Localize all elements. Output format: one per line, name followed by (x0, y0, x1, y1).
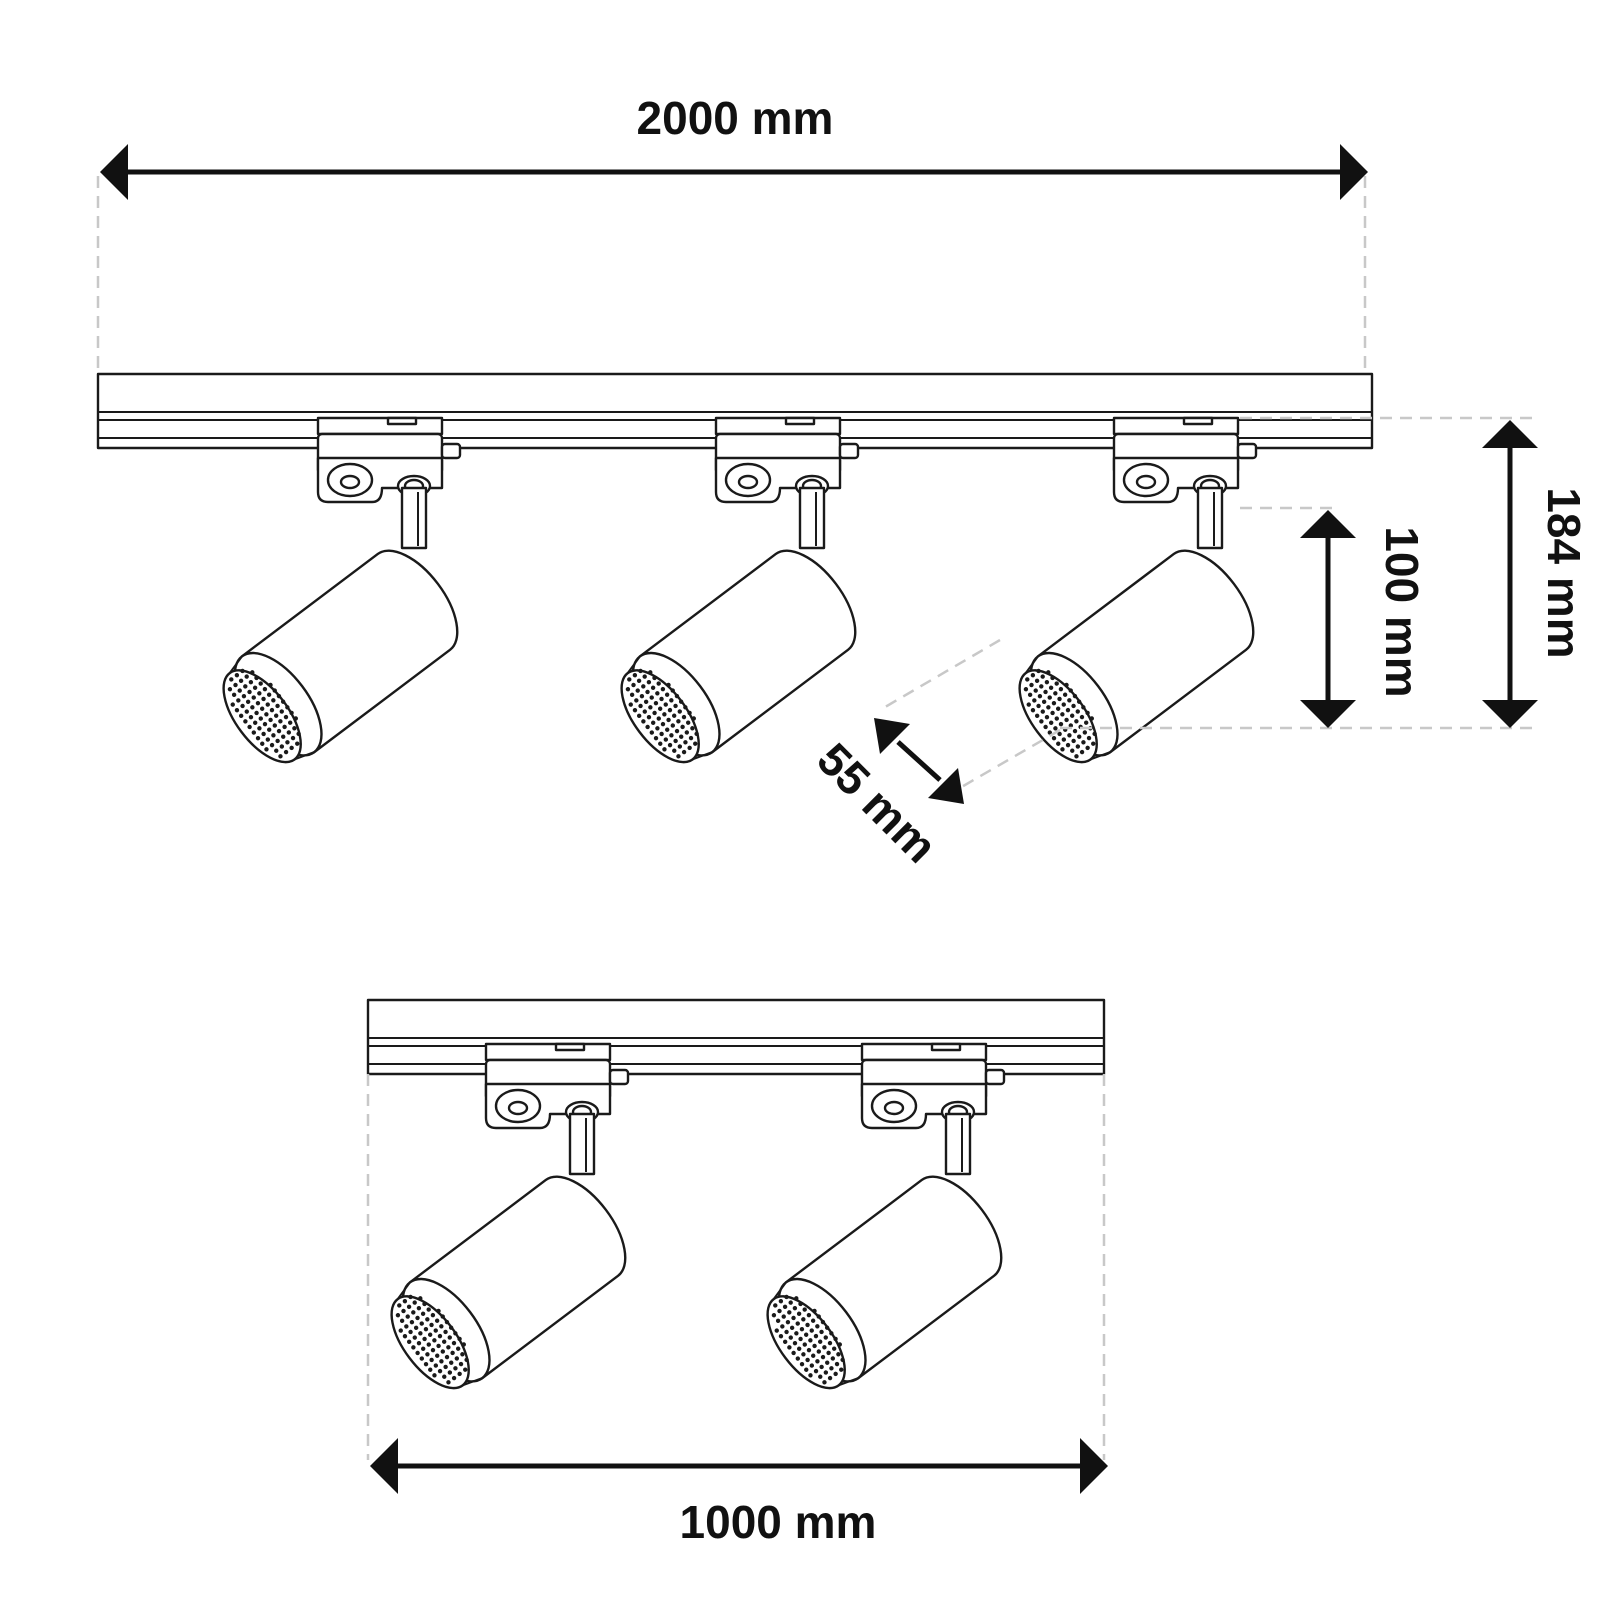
long-track-spotlights (222, 416, 1258, 764)
arrow-left-icon (370, 1438, 398, 1494)
spotlight (1018, 416, 1258, 764)
spotlight (766, 1042, 1006, 1390)
short-track-assembly (366, 998, 1106, 1390)
arrow-down-icon (1482, 700, 1538, 728)
dimension-100: 100 mm (1300, 510, 1428, 728)
dimension-label-1000: 1000 mm (680, 1496, 877, 1548)
track-adapter (860, 1042, 1006, 1130)
track-adapter (484, 1042, 630, 1130)
guide-lines (96, 176, 1538, 1460)
short-track-spotlights (390, 1042, 1006, 1390)
dimension-label-184: 184 mm (1538, 487, 1590, 658)
dimension-2000: 2000 mm (100, 92, 1368, 200)
dimension-label-55: 55 mm (807, 733, 947, 873)
spot-cylinder (1018, 549, 1255, 764)
arrow-up-icon (1300, 510, 1356, 538)
dimension-label-2000: 2000 mm (637, 92, 834, 144)
spotlight (222, 416, 462, 764)
arrow-right-icon (1340, 144, 1368, 200)
spot-stem (1196, 486, 1224, 550)
track-adapter (714, 416, 860, 504)
dimension-184: 184 mm (1482, 420, 1590, 728)
dimension-55: 55 mm (807, 718, 964, 873)
spotlight (620, 416, 860, 764)
spot-stem (798, 486, 826, 550)
dimension-label-100: 100 mm (1376, 526, 1428, 697)
perforated-grille (1023, 668, 1097, 759)
spot-stem (568, 1112, 596, 1176)
spot-cylinder (620, 549, 857, 764)
perforated-grille (395, 1294, 469, 1385)
perforated-grille (227, 668, 301, 759)
long-track-assembly (96, 372, 1374, 764)
track-adapter (316, 416, 462, 504)
spot-cylinder (390, 1175, 627, 1390)
arrow-down-icon (1300, 700, 1356, 728)
arrow-diagonal-icon (874, 718, 910, 754)
arrow-diagonal-icon (928, 768, 964, 804)
perforated-grille (625, 668, 699, 759)
short-track-rail (366, 998, 1106, 1076)
arrow-up-icon (1482, 420, 1538, 448)
track-adapter (1112, 416, 1258, 504)
spot-stem (400, 486, 428, 550)
spotlight (390, 1042, 630, 1390)
perforated-grille (771, 1294, 845, 1385)
spot-cylinder (222, 549, 459, 764)
spot-cylinder (766, 1175, 1003, 1390)
arrow-right-icon (1080, 1438, 1108, 1494)
dimension-1000: 1000 mm (370, 1438, 1108, 1548)
arrow-left-icon (100, 144, 128, 200)
spot-stem (944, 1112, 972, 1176)
